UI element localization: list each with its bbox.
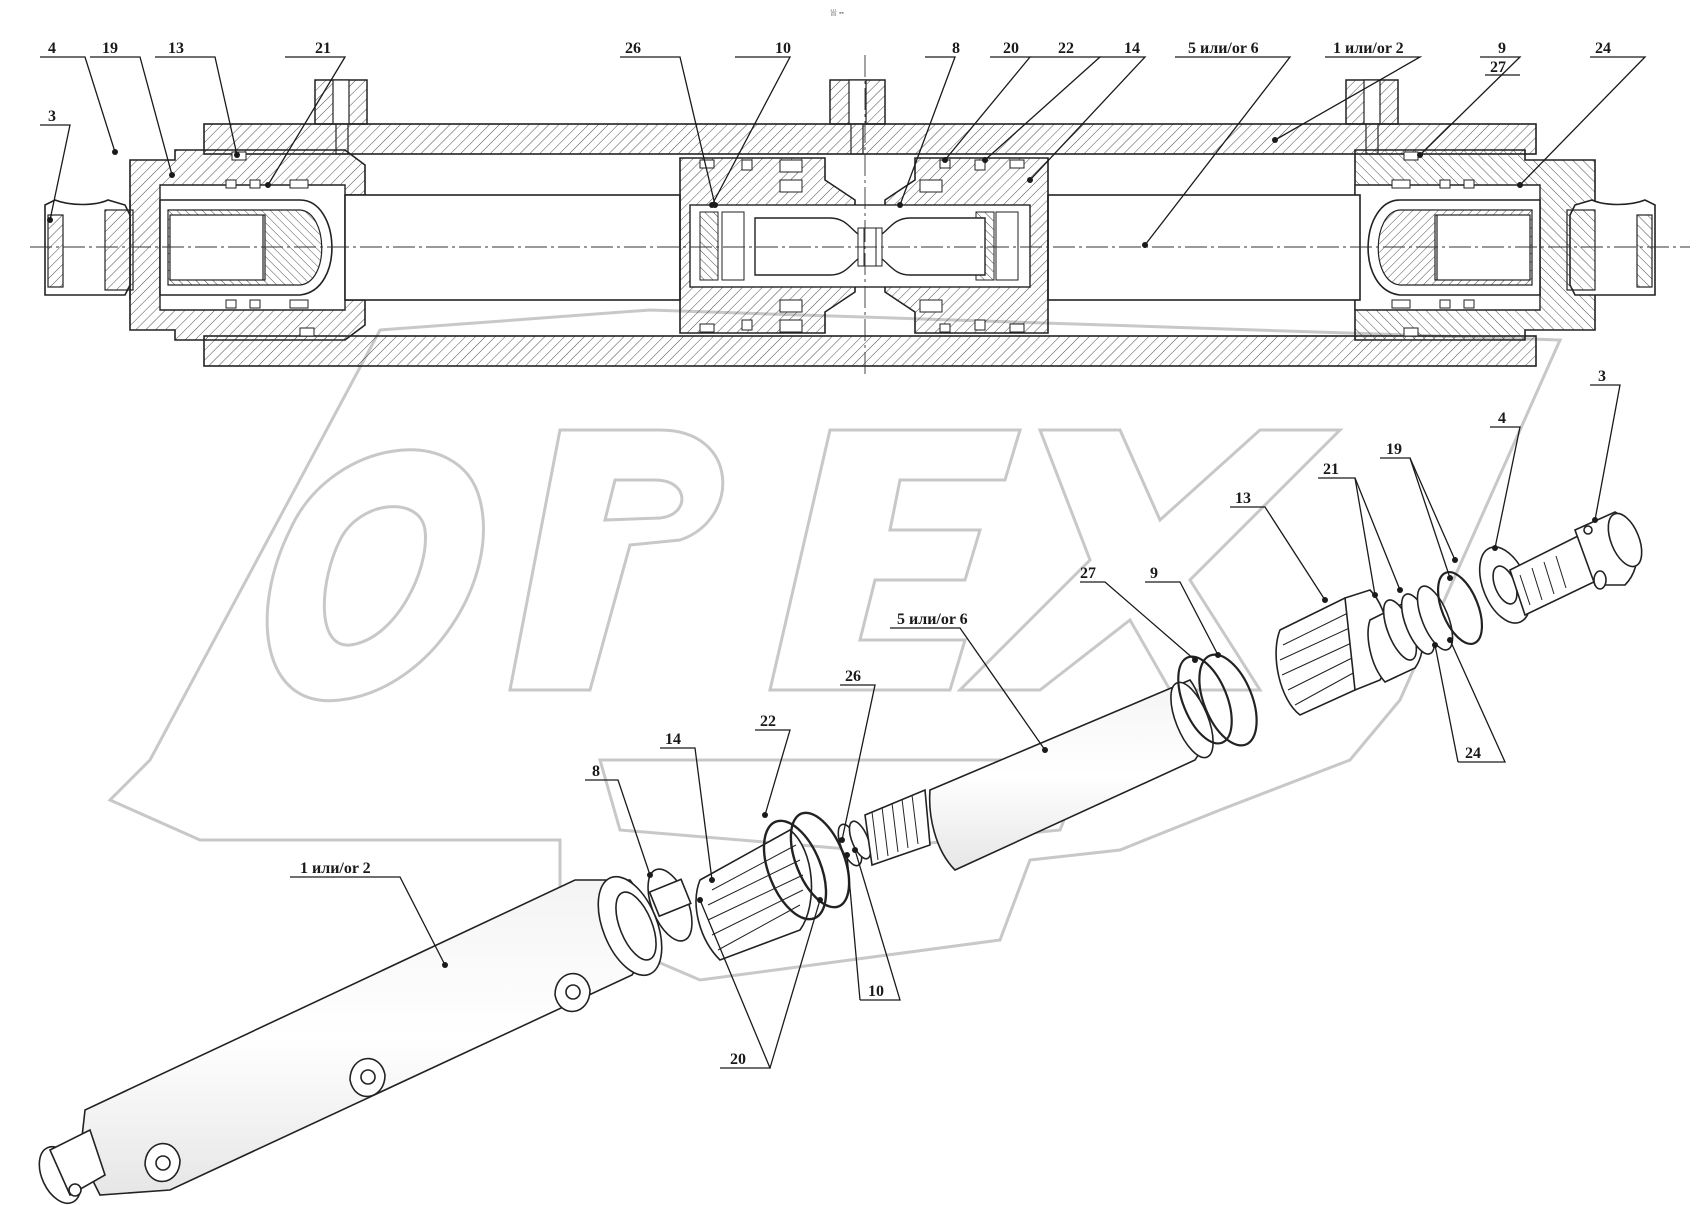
exploded-callout-27: 27 [1080,565,1096,582]
exploded-callout-14: 14 [665,731,681,748]
callout-20: 20 [1003,40,1019,57]
exploded-callout-dots [442,517,1598,968]
exploded-callout-8: 8 [592,763,600,780]
callout-10: 10 [775,40,791,57]
exploded-callout-3: 3 [1598,368,1606,385]
exploded-view [38,511,1643,1205]
exploded-callout-10: 10 [868,983,884,1000]
callout-9: 9 [1498,40,1506,57]
callout-24: 24 [1595,40,1611,57]
ball-joint-part [1509,511,1643,617]
header-mark: ⻡ ▪▪ [830,8,844,17]
section-callout-dots [47,137,1523,248]
callout-14: 14 [1124,40,1140,57]
exploded-callout-13: 13 [1235,490,1251,507]
exploded-callout-1-or-2: 1 или/or 2 [300,860,371,877]
exploded-callouts [290,384,1621,1069]
piston-part [647,829,813,961]
exploded-callout-19: 19 [1386,441,1402,458]
exploded-callout-21: 21 [1323,461,1339,478]
watermark-logo [107,308,1563,982]
exploded-callout-4: 4 [1498,410,1506,427]
exploded-callout-24: 24 [1465,745,1481,762]
exploded-callout-20: 20 [730,1051,746,1068]
rod-part [864,679,1214,871]
piston-assembly [679,157,1049,334]
callout-19: 19 [102,40,118,57]
callout-13: 13 [168,40,184,57]
ring-9 [1198,653,1258,747]
rod-right [1047,194,1361,301]
callout-5-or-6: 5 или/or 6 [1188,40,1259,57]
callout-21: 21 [315,40,331,57]
callout-22: 22 [1058,40,1074,57]
right-end-assembly [1354,149,1656,341]
callout-8: 8 [952,40,960,57]
exploded-callout-9: 9 [1150,565,1158,582]
callout-3: 3 [48,108,56,125]
exploded-callout-26: 26 [845,668,861,685]
callout-27: 27 [1490,59,1506,76]
housing-wall-bottom [203,335,1537,367]
rod-left [344,194,681,301]
ring-27 [1177,655,1233,745]
callout-4: 4 [48,40,56,57]
small-seals-group [1367,571,1484,683]
left-end-assembly [44,149,366,341]
exploded-callout-5-or-6: 5 или/or 6 [897,611,968,628]
housing-wall-top [203,123,1537,155]
section-callouts [40,56,1647,246]
housing-tube [38,875,663,1205]
exploded-callout-22: 22 [760,713,776,730]
cross-section-view [30,55,1690,375]
callout-1-or-2: 1 или/or 2 [1333,40,1404,57]
callout-26: 26 [625,40,641,57]
